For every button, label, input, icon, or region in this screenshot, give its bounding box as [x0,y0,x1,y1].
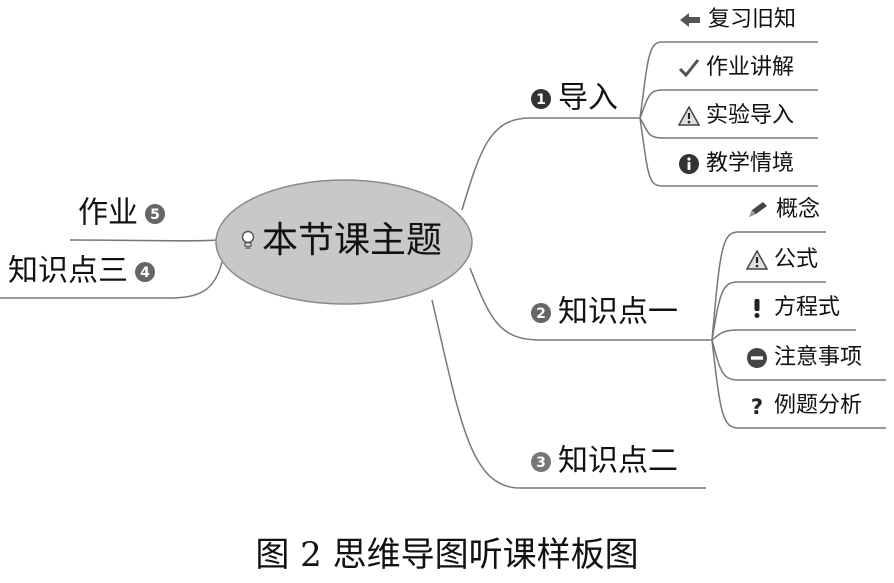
svg-text:3: 3 [536,455,546,471]
svg-text:4: 4 [140,265,150,281]
subtopic-gongshi[interactable]: 公式 [746,249,818,271]
connector-litifenxi [711,339,886,429]
warning-icon [746,250,768,270]
arrow-left-icon [678,11,702,29]
subtopic-litifenxi[interactable]: ? 例题分析 [746,395,862,418]
connector-shiyan [639,117,818,139]
connector-daoru [461,117,640,211]
connector-zsd2 [431,299,706,489]
question-icon: ? [746,395,768,417]
connector-qingjing [639,117,818,187]
subtopic-jiaoxueqingjing[interactable]: 教学情境 [678,153,794,175]
subtopic-shiyandaoru[interactable]: 实验导入 [678,105,794,127]
branch-zuoye-label: 作业 [78,195,138,231]
subtopic-gainian[interactable]: 概念 [746,199,820,221]
branch-daoru-label: 导入 [558,80,618,116]
subtopic-fangchengshi[interactable]: 方程式 [746,297,840,319]
connector-zuoye [69,239,219,242]
connector-gongshi [711,281,826,341]
branch-zhishidian-1[interactable]: 2 知识点一 [530,297,678,328]
svg-text:1: 1 [536,92,546,108]
checkmark-icon [678,58,700,78]
branch-zhishidian-2[interactable]: 3 知识点二 [530,446,678,477]
number-3-icon: 3 [530,451,552,473]
connector-fuxi [639,41,818,119]
lightbulb-icon [240,230,256,252]
subtopic-fuxijiuzhi[interactable]: 复习旧知 [678,9,796,31]
figure-caption: 图 2 思维导图听课样板图 [255,535,639,575]
connector-fangchengshi [711,329,856,341]
central-node-shape [215,179,473,305]
exclamation-icon [746,297,768,319]
subtopic-zuoyejiangjie[interactable]: 作业讲解 [678,57,794,79]
subtopic-zhuyishixiang[interactable]: 注意事项 [746,347,862,369]
connector-lines [0,41,886,489]
connector-gainian [711,231,826,341]
number-1-icon: 1 [530,88,552,110]
pencil-icon [746,200,770,220]
connector-zuoyejiangjie [639,89,818,119]
number-4-icon: 4 [134,261,156,283]
connector-zhuyi [711,339,886,381]
branch-zhishidian-3[interactable]: 知识点三 4 [8,256,156,287]
branch-zhishidian-3-label: 知识点三 [8,253,128,289]
branch-zhishidian-2-label: 知识点二 [558,443,678,479]
svg-text:2: 2 [536,306,546,322]
number-2-icon: 2 [530,302,552,324]
central-node[interactable]: 本节课主题 [240,222,442,259]
connector-zsd1 [469,267,712,341]
svg-text:5: 5 [150,207,160,223]
minus-circle-icon [746,347,768,369]
central-node-label: 本节课主题 [262,220,443,261]
warning-icon [678,106,700,126]
branch-zuoye[interactable]: 作业 5 [78,198,166,229]
branch-zhishidian-1-label: 知识点一 [558,294,678,330]
branch-daoru[interactable]: 1 导入 [530,83,618,114]
connector-zsd3 [0,261,223,299]
info-icon [678,153,700,175]
number-5-icon: 5 [144,203,166,225]
svg-text:?: ? [751,395,763,417]
